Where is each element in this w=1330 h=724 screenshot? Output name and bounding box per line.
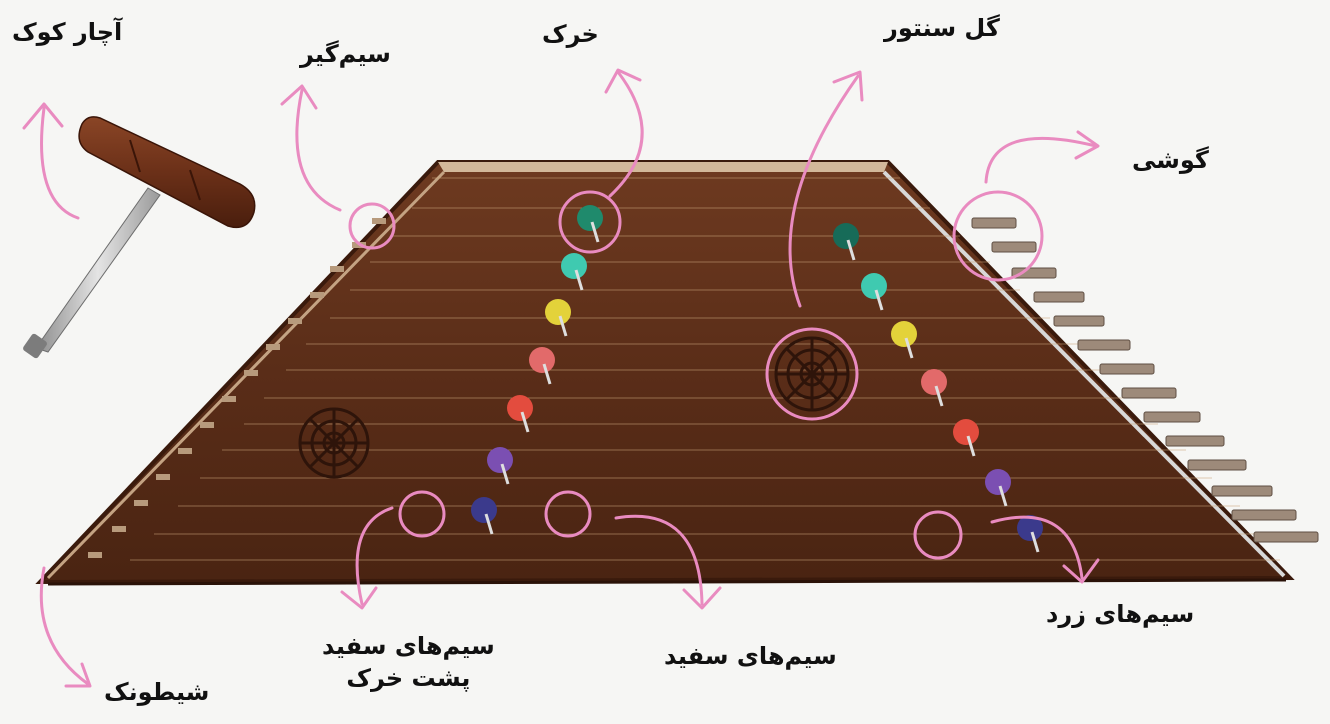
label-yellow-strings: سیم‌های زرد — [1046, 598, 1194, 630]
tuning-hammer — [22, 117, 255, 359]
label-string-holder: سیم‌گیر — [300, 38, 391, 70]
label-tuning-pins: گوشی — [1132, 144, 1209, 176]
hammer-shaft — [36, 188, 160, 352]
label-white-strings-behind-line2: پشت خرک — [322, 662, 495, 694]
label-edge-strip: شیطونک — [104, 676, 209, 708]
label-white-strings: سیم‌های سفید — [664, 640, 837, 672]
tuning-pin-circle — [954, 192, 1042, 280]
rosette-left — [300, 409, 368, 477]
arrow-string-holder — [297, 90, 340, 210]
label-bridge: خرک — [542, 18, 599, 50]
label-tuning-hammer: آچار کوک — [12, 16, 122, 48]
rosette-right — [776, 338, 848, 410]
hammer-handle — [79, 117, 255, 228]
label-rosette: گل سنتور — [884, 12, 1000, 44]
label-white-strings-behind-line1: سیم‌های سفید — [322, 630, 495, 662]
arrow-tuning-pins — [986, 138, 1096, 182]
label-white-strings-behind-bridge: سیم‌های سفید پشت خرک — [322, 630, 495, 695]
